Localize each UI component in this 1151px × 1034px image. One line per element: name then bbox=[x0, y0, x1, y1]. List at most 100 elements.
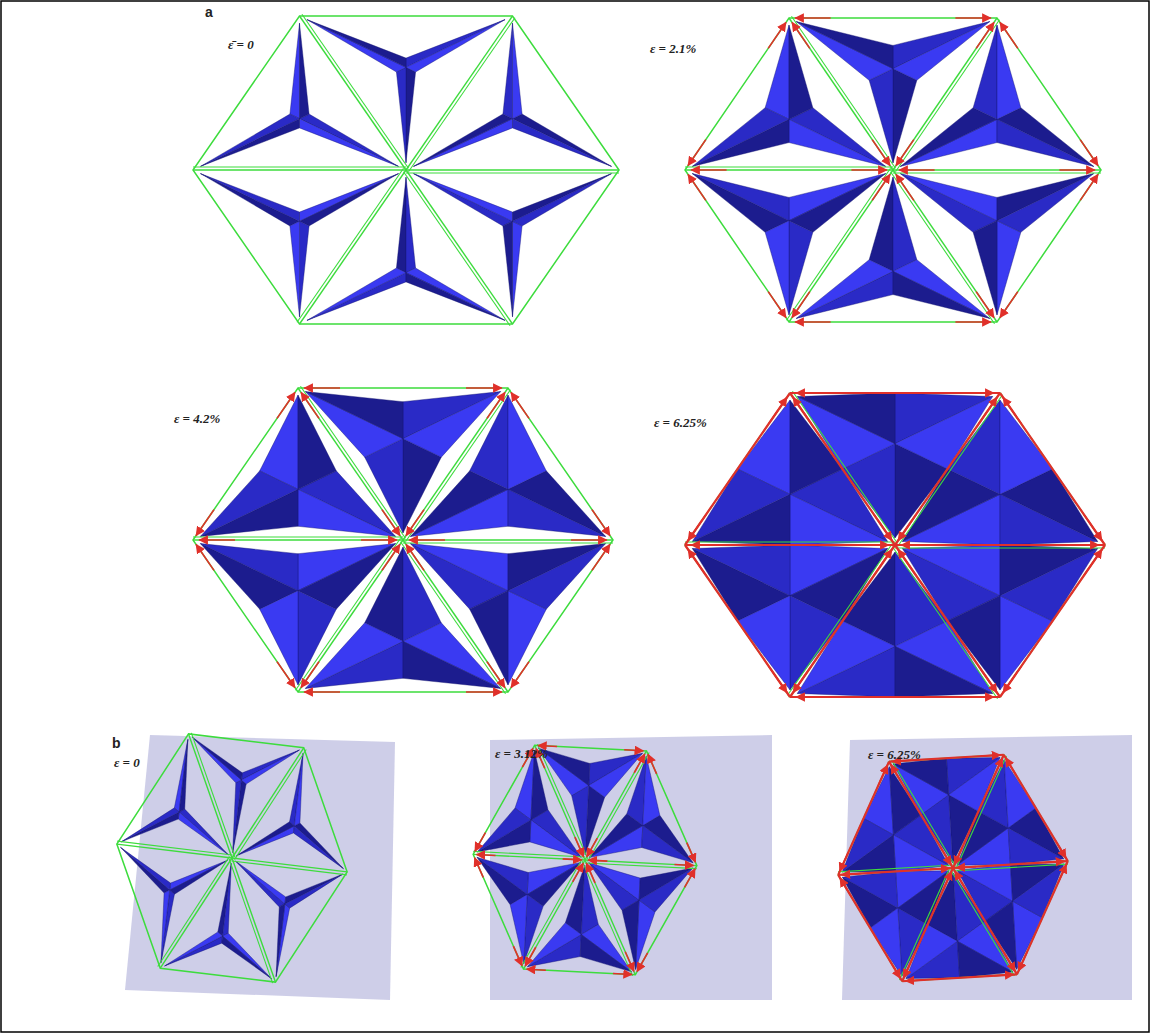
force-arrow bbox=[588, 859, 607, 862]
spoke-line bbox=[895, 393, 1000, 545]
force-arrow bbox=[904, 959, 913, 978]
spoke-line bbox=[953, 861, 1068, 868]
force-arrow bbox=[874, 550, 892, 576]
force-arrow bbox=[573, 863, 583, 882]
spoke-line bbox=[193, 539, 403, 540]
spoke-line bbox=[406, 16, 513, 170]
star-facet bbox=[218, 863, 232, 936]
spoke-line bbox=[521, 859, 583, 968]
star-facet bbox=[298, 395, 336, 489]
force-arrow bbox=[592, 510, 610, 536]
force-arrow bbox=[901, 544, 937, 546]
spoke-line bbox=[685, 166, 893, 167]
force-arrow bbox=[792, 23, 810, 49]
spoke-line bbox=[191, 733, 234, 857]
star-facet bbox=[233, 780, 242, 853]
star-facet bbox=[477, 857, 528, 894]
star-facet bbox=[300, 174, 399, 226]
spoke-line bbox=[790, 393, 895, 545]
force-arrow bbox=[476, 854, 495, 857]
spoke-line bbox=[897, 395, 1002, 547]
star-facet bbox=[790, 494, 888, 545]
base-plane bbox=[842, 735, 1132, 1000]
spoke-line bbox=[895, 545, 1000, 697]
star-facet bbox=[294, 753, 303, 826]
spoke-line bbox=[893, 18, 997, 170]
star-facet bbox=[510, 894, 527, 963]
star-facet bbox=[643, 756, 660, 825]
spoke-line bbox=[902, 868, 953, 981]
force-arrow bbox=[277, 393, 295, 419]
spoke-line bbox=[302, 14, 409, 168]
force-arrow bbox=[956, 867, 976, 868]
force-arrow bbox=[688, 515, 706, 541]
force-arrow bbox=[1080, 175, 1098, 201]
star-facet bbox=[290, 23, 300, 118]
spoke-line bbox=[298, 388, 403, 540]
force-arrow bbox=[891, 765, 902, 783]
force-arrow bbox=[899, 169, 934, 171]
star-facet bbox=[161, 890, 170, 963]
spoke-line bbox=[685, 544, 895, 545]
spoke-line bbox=[117, 844, 232, 858]
star-facet bbox=[642, 826, 693, 863]
spoke-line bbox=[582, 861, 632, 976]
force-line bbox=[1004, 755, 1068, 861]
star-facet bbox=[842, 871, 897, 908]
force-arrow bbox=[511, 662, 529, 688]
spoke-line bbox=[298, 540, 403, 692]
star-facet bbox=[639, 868, 693, 912]
force-arrow bbox=[940, 847, 951, 865]
spoke-line bbox=[401, 542, 506, 694]
spoke-line bbox=[891, 172, 995, 324]
force-line bbox=[895, 393, 1000, 545]
star-facet bbox=[413, 114, 512, 166]
strain-label: ε = 4.2% bbox=[172, 412, 222, 426]
force-arrow bbox=[475, 833, 485, 852]
spoke-line bbox=[790, 545, 895, 697]
force-arrow bbox=[769, 667, 787, 693]
star-facet bbox=[200, 114, 299, 166]
star-facet bbox=[413, 174, 512, 226]
force-arrow bbox=[625, 952, 634, 971]
spoke-line bbox=[158, 856, 230, 966]
star-facet bbox=[200, 174, 299, 226]
force-line bbox=[895, 545, 1000, 697]
star-facet bbox=[276, 904, 290, 977]
force-arrow bbox=[466, 387, 502, 389]
force-arrow bbox=[525, 947, 535, 966]
force-arrow bbox=[688, 140, 706, 166]
force-arrow bbox=[587, 838, 597, 857]
star-facet bbox=[1013, 864, 1064, 918]
spoke-line bbox=[473, 854, 585, 860]
star-facet bbox=[842, 818, 893, 872]
force-arrow bbox=[277, 662, 295, 688]
spoke-line bbox=[895, 547, 1105, 548]
spoke-line bbox=[406, 172, 619, 173]
strain-label: ε = 6.25% bbox=[866, 748, 923, 762]
force-arrow bbox=[687, 843, 696, 862]
force-arrow bbox=[691, 544, 727, 546]
spoke-line bbox=[193, 536, 403, 537]
force-arrow bbox=[1019, 952, 1028, 971]
star-facet bbox=[765, 221, 789, 315]
spoke-line bbox=[117, 841, 232, 855]
spoke-line bbox=[950, 870, 1014, 976]
star-facet bbox=[580, 935, 631, 972]
star-facet bbox=[293, 826, 343, 869]
origami-panel bbox=[685, 391, 1105, 698]
star-facet bbox=[290, 221, 300, 316]
force-arrow bbox=[571, 539, 607, 541]
spoke-line bbox=[791, 16, 895, 168]
force-arrow bbox=[637, 953, 647, 972]
force-arrow bbox=[487, 662, 505, 688]
star-facet bbox=[692, 174, 789, 221]
force-line bbox=[953, 755, 1004, 868]
hexagon-outline bbox=[117, 734, 347, 982]
force-line bbox=[953, 861, 1068, 868]
force-arrow bbox=[513, 946, 522, 965]
force-arrow bbox=[793, 398, 811, 424]
star-facet bbox=[789, 119, 886, 166]
